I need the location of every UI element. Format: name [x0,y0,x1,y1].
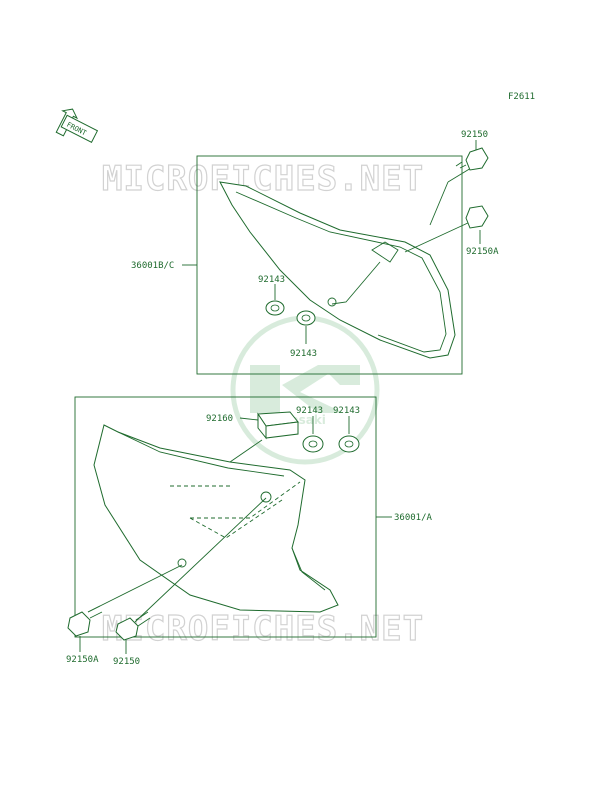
label-lower-cover: 36001/A [394,513,433,523]
figure-code: F2611 [508,92,535,102]
bolt-icon [67,564,183,637]
bolt-icon [404,205,489,253]
label-pad: 92160 [206,414,233,424]
grommet-icon [296,310,316,326]
front-arrow-icon: FRONT [55,108,99,144]
upper-side-cover [219,181,456,359]
label-upper-grommet-2: 92143 [290,349,317,359]
watermark-bottom: MICROFICHES.NET [102,609,424,649]
leader-line [239,417,259,421]
label-lower-grommet-1: 92143 [296,406,323,416]
label-lower-bolt: 92150 [113,657,140,667]
watermark-top: MICROFICHES.NET [102,159,424,199]
label-upper-cover: 36001B/C [131,261,174,271]
label-upper-grommet-1: 92143 [258,275,285,285]
pad-icon [257,411,299,440]
label-lower-grommet-2: 92143 [333,406,360,416]
label-lower-bolt-a: 92150A [66,655,99,665]
label-upper-bolt: 92150 [461,130,488,140]
label-upper-bolt-a: 92150A [466,247,499,257]
leader-line [229,439,263,463]
bolt-icon [115,497,267,641]
lower-side-cover [93,424,339,613]
bolt-icon [447,147,489,183]
grommet-icon [265,300,285,316]
grommet-icon [302,435,324,453]
leader-line [429,181,449,226]
grommet-icon [338,435,360,453]
